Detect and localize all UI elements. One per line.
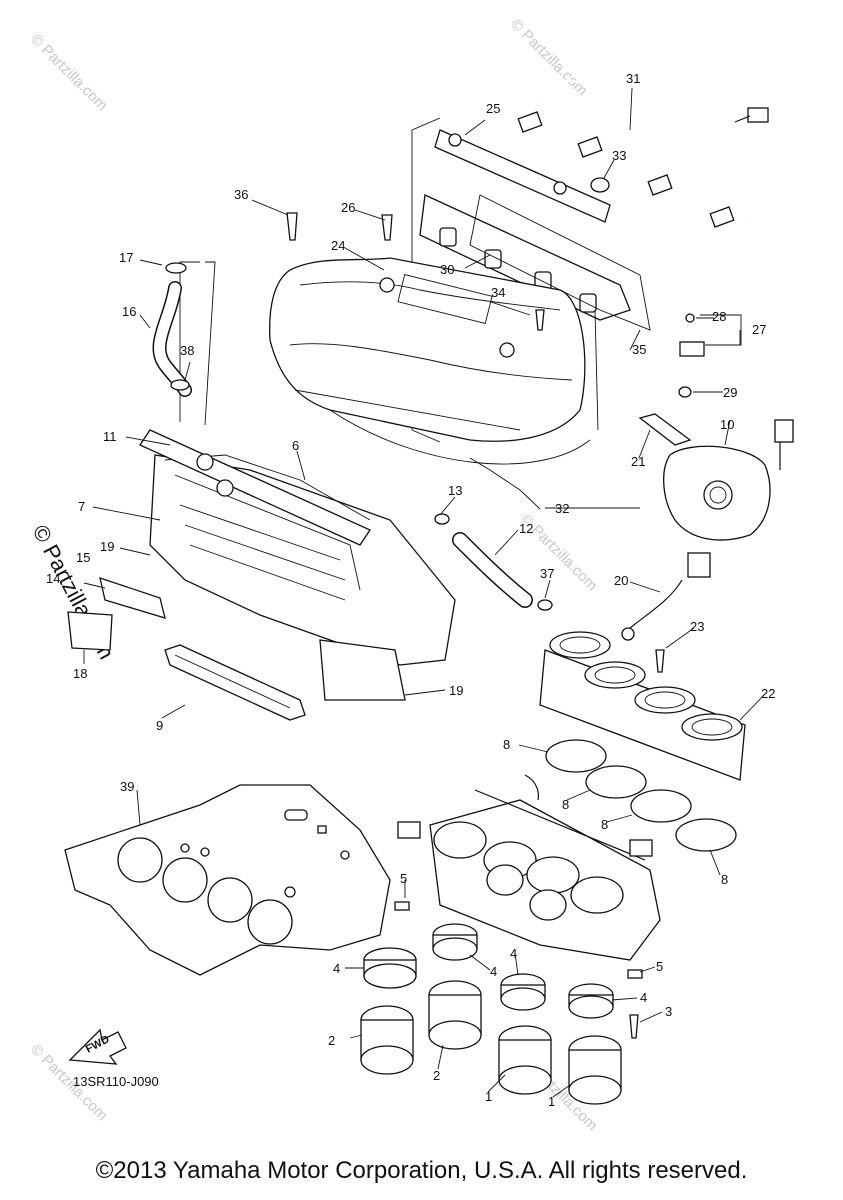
callout-35: 35: [632, 342, 646, 357]
copyright-text: ©2013 Yamaha Motor Corporation, U.S.A. A…: [95, 1157, 748, 1184]
callout-7: 7: [78, 499, 85, 514]
funnel-assembly: [539, 631, 746, 781]
callout-28: 28: [712, 309, 726, 324]
callout-4a: 4: [333, 961, 340, 976]
callout-4b: 4: [490, 964, 497, 979]
air-box-cover: [269, 257, 591, 465]
callout-1a: 1: [485, 1089, 492, 1104]
callout-37: 37: [540, 566, 554, 581]
callout-6: 6: [292, 438, 299, 453]
callout-14: 14: [46, 571, 60, 586]
diagram-code: 13SR110-J090: [73, 1074, 159, 1089]
callout-27: 27: [752, 322, 766, 337]
leader-lines: [83, 87, 767, 1098]
gasket-plate: [64, 784, 391, 976]
callout-1b: 1: [548, 1094, 555, 1109]
callout-15: 15: [76, 550, 90, 565]
callout-8a: 8: [503, 737, 510, 752]
callout-9: 9: [156, 718, 163, 733]
callout-5b: 5: [656, 959, 663, 974]
callout-32: 32: [555, 501, 569, 516]
callout-36: 36: [234, 187, 248, 202]
callout-3: 3: [665, 1004, 672, 1019]
breather-hose: [152, 262, 192, 397]
callout-19b: 19: [449, 683, 463, 698]
callout-4d: 4: [640, 990, 647, 1005]
callout-11: 11: [103, 429, 117, 444]
callout-18: 18: [73, 666, 87, 681]
callout-31: 31: [626, 71, 640, 86]
callout-33: 33: [612, 148, 626, 163]
callout-19a: 19: [100, 539, 114, 554]
callout-39: 39: [120, 779, 134, 794]
callout-21: 21: [631, 454, 645, 469]
callout-17: 17: [119, 250, 133, 265]
callout-29: 29: [723, 385, 737, 400]
fwd-arrow: FWD: [68, 1028, 127, 1065]
callout-2b: 2: [433, 1068, 440, 1083]
callout-12: 12: [519, 521, 533, 536]
callout-2a: 2: [328, 1033, 335, 1048]
intake-joints: [360, 923, 622, 1105]
callout-25: 25: [486, 101, 500, 116]
callout-26: 26: [341, 200, 355, 215]
watermark-1: © Partzilla.com: [27, 31, 110, 114]
callout-4c: 4: [510, 946, 517, 961]
throttle-body: [397, 774, 661, 961]
fuel-rail-assembly: [411, 79, 774, 443]
callout-23: 23: [690, 619, 704, 634]
callout-13: 13: [448, 483, 462, 498]
callout-30: 30: [440, 262, 454, 277]
callout-8c: 8: [601, 817, 608, 832]
callout-8b: 8: [562, 797, 569, 812]
callout-24: 24: [331, 238, 345, 253]
callout-5a: 5: [400, 871, 407, 886]
air-box-lower: [67, 261, 456, 721]
callout-10: 10: [720, 417, 734, 432]
callouts: 1 1 2 2 3 4 4 4 4 5 5 6 7 8 8 8 8 9 10 1…: [46, 71, 775, 1109]
bolts: [286, 212, 705, 1039]
callout-34: 34: [491, 285, 505, 300]
o-rings: [545, 739, 737, 852]
callout-20: 20: [614, 573, 628, 588]
throttle-sensor-unit: [434, 413, 794, 641]
watermark-2: © Partzilla.com: [507, 16, 590, 99]
callout-38: 38: [180, 343, 194, 358]
callout-16: 16: [122, 304, 136, 319]
callout-22: 22: [761, 686, 775, 701]
callout-8d: 8: [721, 872, 728, 887]
